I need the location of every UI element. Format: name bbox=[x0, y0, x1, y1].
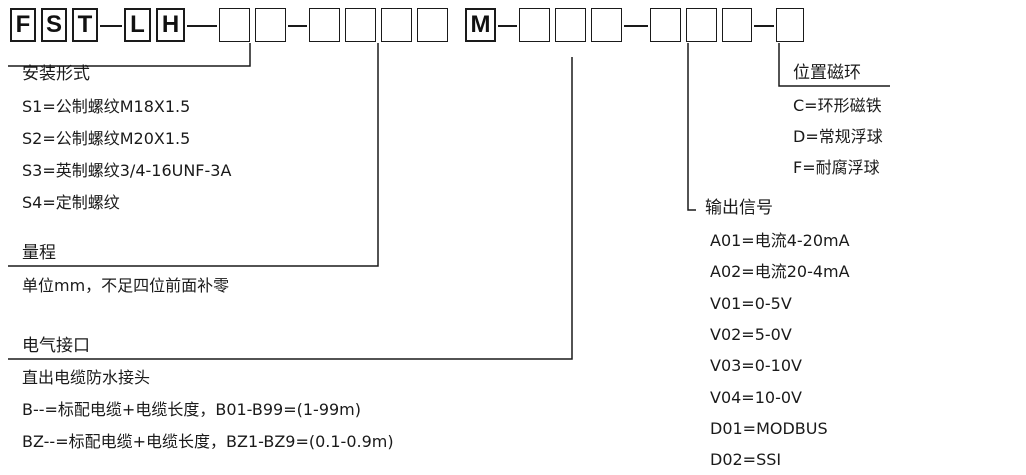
range-title: 量程 bbox=[22, 243, 56, 263]
output-option-a02: A02=电流20-4mA bbox=[710, 262, 850, 281]
magnet-option-d: D=常规浮球 bbox=[793, 127, 883, 146]
mounting-option-s3: S3=英制螺纹3/4-16UNF-3A bbox=[22, 161, 232, 180]
connector-magnet bbox=[778, 43, 890, 87]
code-dash bbox=[100, 25, 122, 27]
code-slot-output-1 bbox=[650, 8, 681, 42]
magnet-option-f: F=耐腐浮球 bbox=[793, 158, 880, 177]
code-slot-mounting-1 bbox=[219, 8, 250, 42]
connector-mounting bbox=[8, 43, 251, 67]
mounting-option-s4: S4=定制螺纹 bbox=[22, 193, 120, 212]
code-letter-m: M bbox=[465, 8, 496, 42]
code-letter-f: F bbox=[10, 8, 36, 42]
code-letter-l: L bbox=[124, 8, 151, 42]
model-code-row: F S T L H M bbox=[0, 0, 1026, 60]
connector-output bbox=[687, 43, 696, 211]
electrical-option-direct: 直出电缆防水接头 bbox=[22, 368, 151, 387]
output-option-v03: V03=0-10V bbox=[710, 356, 802, 375]
code-letter-s: S bbox=[41, 8, 67, 42]
code-slot-output-3 bbox=[722, 8, 752, 42]
code-dash bbox=[624, 25, 648, 27]
magnet-title: 位置磁环 bbox=[793, 63, 861, 83]
code-dash bbox=[498, 25, 517, 27]
connector-range bbox=[8, 43, 379, 267]
output-title: 输出信号 bbox=[705, 198, 773, 218]
mounting-option-s1: S1=公制螺纹M18X1.5 bbox=[22, 97, 191, 116]
code-slot-range-3 bbox=[381, 8, 412, 42]
code-slot-electrical-1 bbox=[519, 8, 550, 42]
code-dash bbox=[754, 25, 774, 27]
range-note: 单位mm，不足四位前面补零 bbox=[22, 276, 230, 295]
code-slot-range-2 bbox=[345, 8, 376, 42]
electrical-option-b: B--=标配电缆+电缆长度，B01-B99=(1-99m) bbox=[22, 400, 362, 419]
code-slot-electrical-3 bbox=[591, 8, 622, 42]
output-option-v04: V04=10-0V bbox=[710, 388, 802, 407]
code-slot-output-2 bbox=[686, 8, 717, 42]
output-option-d01: D01=MODBUS bbox=[710, 419, 828, 438]
connector-electrical bbox=[8, 57, 573, 360]
output-option-v01: V01=0-5V bbox=[710, 294, 792, 313]
mounting-option-s2: S2=公制螺纹M20X1.5 bbox=[22, 129, 191, 148]
code-dash bbox=[288, 25, 307, 27]
electrical-option-bz: BZ--=标配电缆+电缆长度，BZ1-BZ9=(0.1-0.9m) bbox=[22, 432, 394, 451]
code-slot-range-4 bbox=[417, 8, 448, 42]
code-slot-magnet bbox=[776, 8, 804, 42]
code-slot-electrical-2 bbox=[555, 8, 586, 42]
code-dash bbox=[187, 25, 217, 27]
code-slot-mounting-2 bbox=[255, 8, 286, 42]
output-option-d02: D02=SSI bbox=[710, 450, 782, 469]
magnet-option-c: C=环形磁铁 bbox=[793, 96, 882, 115]
code-slot-range-1 bbox=[309, 8, 340, 42]
output-option-a01: A01=电流4-20mA bbox=[710, 231, 850, 250]
code-letter-h: H bbox=[156, 8, 185, 42]
output-option-v02: V02=5-0V bbox=[710, 325, 792, 344]
electrical-title: 电气接口 bbox=[22, 336, 90, 356]
code-letter-t: T bbox=[72, 8, 98, 42]
mounting-title: 安装形式 bbox=[22, 64, 90, 84]
